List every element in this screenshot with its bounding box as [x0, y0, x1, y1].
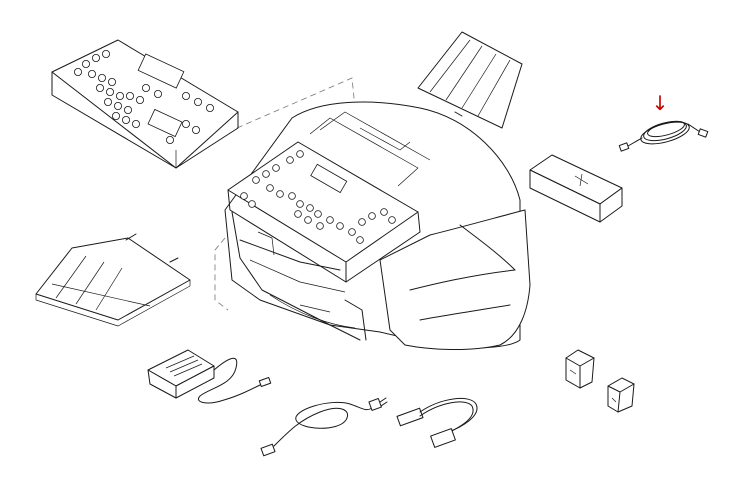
- paper-output-tray: [35, 233, 191, 327]
- print-cartridges: [565, 349, 635, 413]
- document-input-tray: [417, 31, 523, 129]
- phone-cord: [618, 120, 709, 152]
- control-panel-overlay: [51, 39, 239, 169]
- parallel-cable: [396, 398, 478, 448]
- highlight-arrow-icon: ↓: [652, 91, 669, 115]
- main-unit: [224, 101, 531, 350]
- power-adapter: [147, 349, 272, 404]
- power-cord: [260, 397, 388, 457]
- ink-cartridge-box: [529, 154, 623, 223]
